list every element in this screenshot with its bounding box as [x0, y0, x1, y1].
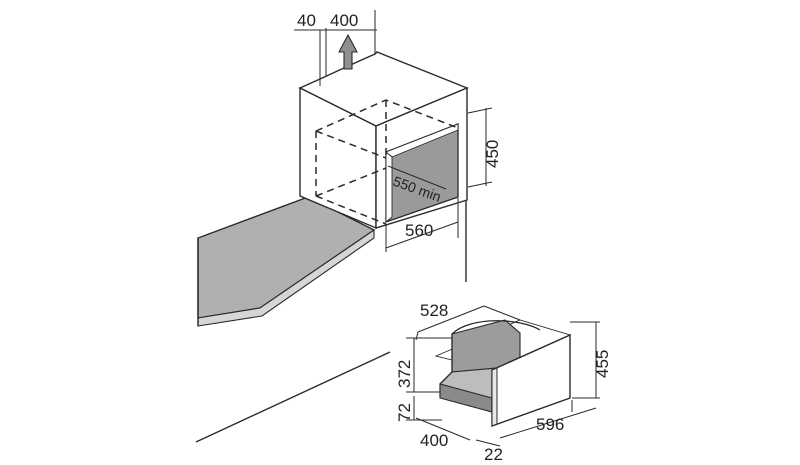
- dim-niche-height: 450: [467, 107, 502, 188]
- dim-front-thickness: 22: [475, 439, 503, 464]
- dim-drawer-inner-height-label: 372: [395, 360, 414, 388]
- dim-drawer-front-height: 455: [570, 321, 612, 399]
- cabinet-lower-diagonal: [195, 351, 391, 443]
- drawer-side-curve: [451, 320, 541, 335]
- cabinet-box: [298, 51, 469, 230]
- dim-drawer-depth-bottom: 400: [415, 417, 471, 450]
- dim-front-width-label: 596: [536, 415, 564, 434]
- dim-drawer-base-height: 72: [395, 396, 442, 422]
- dim-drawer-base-height-label: 72: [395, 403, 414, 422]
- dim-top-offset: 40: [297, 11, 316, 30]
- drawer-side-panel: [439, 334, 453, 385]
- drawer: [434, 319, 572, 427]
- dim-drawer-depth-top: 528: [415, 301, 521, 341]
- dim-drawer-depth-top-label: 528: [420, 301, 448, 320]
- oven-niche-side-inner: [385, 151, 393, 223]
- dim-drawer-inner-height: 372: [395, 337, 452, 393]
- dim-front-width: 596: [499, 400, 597, 439]
- dim-top-width: 400: [330, 11, 358, 30]
- dim-niche-width-label: 560: [405, 221, 433, 240]
- dim-front-thickness-label: 22: [484, 445, 503, 464]
- dim-top: 40 400: [294, 10, 377, 79]
- drawer-front-thickness: [491, 367, 498, 427]
- dim-niche-height-label: 450: [483, 140, 502, 168]
- up-arrow-icon: [338, 33, 358, 70]
- hidden-oven-outline: [315, 99, 459, 225]
- dim-drawer-depth-bottom-label: 400: [420, 431, 448, 450]
- dim-drawer-front-height-label: 455: [593, 350, 612, 378]
- dim-niche-width: 560: [385, 198, 459, 252]
